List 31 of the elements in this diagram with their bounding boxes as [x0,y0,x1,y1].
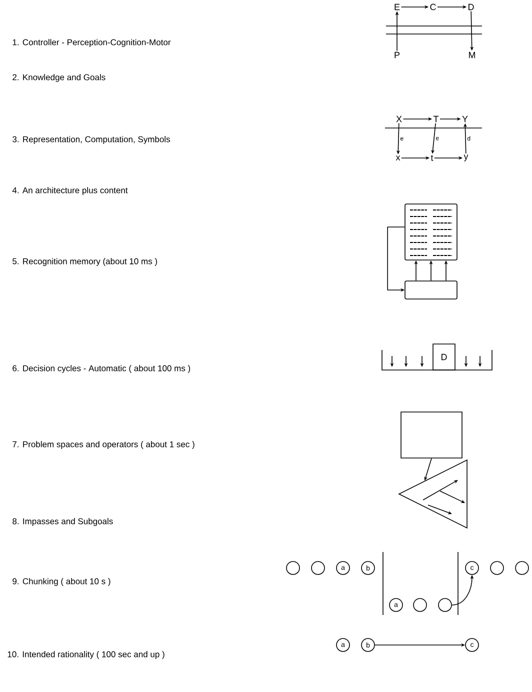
buffer-box [404,280,458,300]
list-item: 6. Decision cycles - Automatic ( about 100 ms ) [12,365,190,373]
problem-space-box [400,412,462,458]
circle [438,598,452,612]
symbol-label: Y [462,116,468,122]
list-item: 9. Chunking ( about 10 s ) [12,578,110,586]
list-item: 10. Intended rationality ( 100 sec and up ) [8,651,164,659]
circle [286,561,300,575]
circle [311,561,325,575]
circle [515,561,529,575]
symbol-label: C [430,4,436,10]
list-item: 1. Controller - Perception-Cognition-Motor [12,39,171,47]
memory-box [404,204,458,260]
list-item: 7. Problem spaces and operators ( about 1 sec ) [12,441,194,449]
list-item: 8. Impasses and Subgoals [12,518,113,526]
symbol-label: T [433,116,439,122]
list-item: 3. Representation, Computation, Symbols [12,136,170,144]
list-item: 4. An architecture plus content [12,187,128,195]
circle [490,561,504,575]
symbol-label: P [394,52,400,58]
symbol-label: D [468,4,474,10]
list-item: 5. Recognition memory (about 10 ms ) [12,258,157,266]
circle [413,598,427,612]
symbol-label: t [430,155,434,161]
symbol-label: E [394,4,400,10]
symbol-label: y [464,154,468,162]
symbol-label: x [396,156,400,160]
decision-box: D [432,344,456,370]
symbol-label: M [469,52,476,58]
list-item: 2. Knowledge and Goals [12,74,106,82]
symbol-label: X [396,116,402,122]
